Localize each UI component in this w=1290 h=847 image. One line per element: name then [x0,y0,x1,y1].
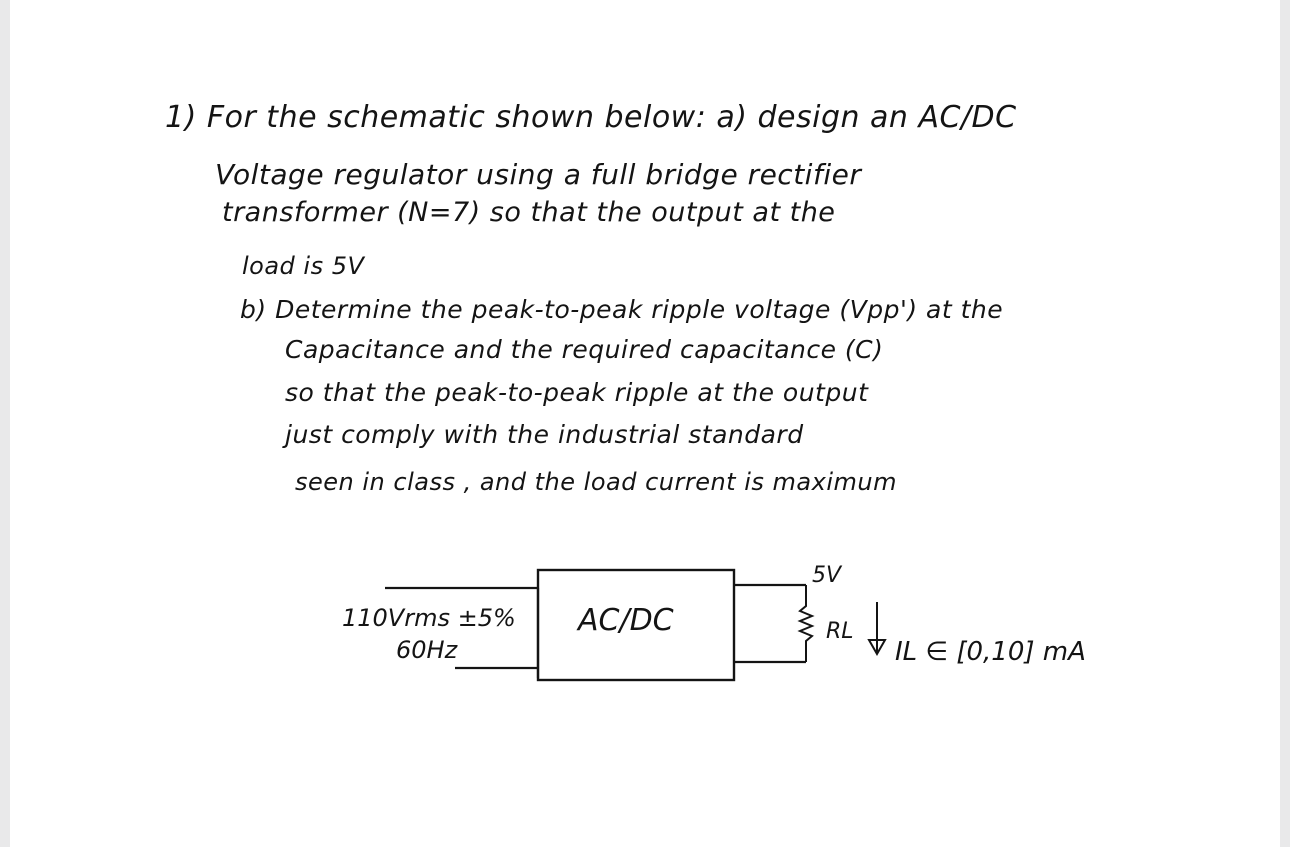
load-resistor-symbol [797,585,815,662]
page-edge-right [1280,0,1290,847]
problem-line-4: load is 5V [242,252,365,280]
problem-line-6: Capacitance and the required capacitance… [285,335,884,364]
ac-dc-block-label: AC/DC [576,603,674,638]
load-current-range-label: IL ∈ [0,10] mA [895,637,1086,667]
problem-line-2: Voltage regulator using a full bridge re… [215,158,862,191]
load-resistor-label: RL [826,619,854,644]
page-edge-left [0,0,10,847]
source-voltage-label: 110Vrms ±5% [342,604,516,632]
current-arrow-head [867,639,887,657]
problem-line-1: 1) For the schematic shown below: a) des… [165,100,1017,135]
ac-dc-block [536,568,736,682]
problem-line-9: seen in class , and the load current is … [295,468,897,496]
problem-line-8: just comply with the industrial standard [285,420,804,449]
output-voltage-label: 5V [812,563,843,588]
problem-line-3: transformer (N=7) so that the output at … [222,197,836,228]
source-frequency-label: 60Hz [396,636,459,664]
problem-line-5: b) Determine the peak-to-peak ripple vol… [240,295,1004,324]
problem-line-7: so that the peak-to-peak ripple at the o… [285,378,869,407]
